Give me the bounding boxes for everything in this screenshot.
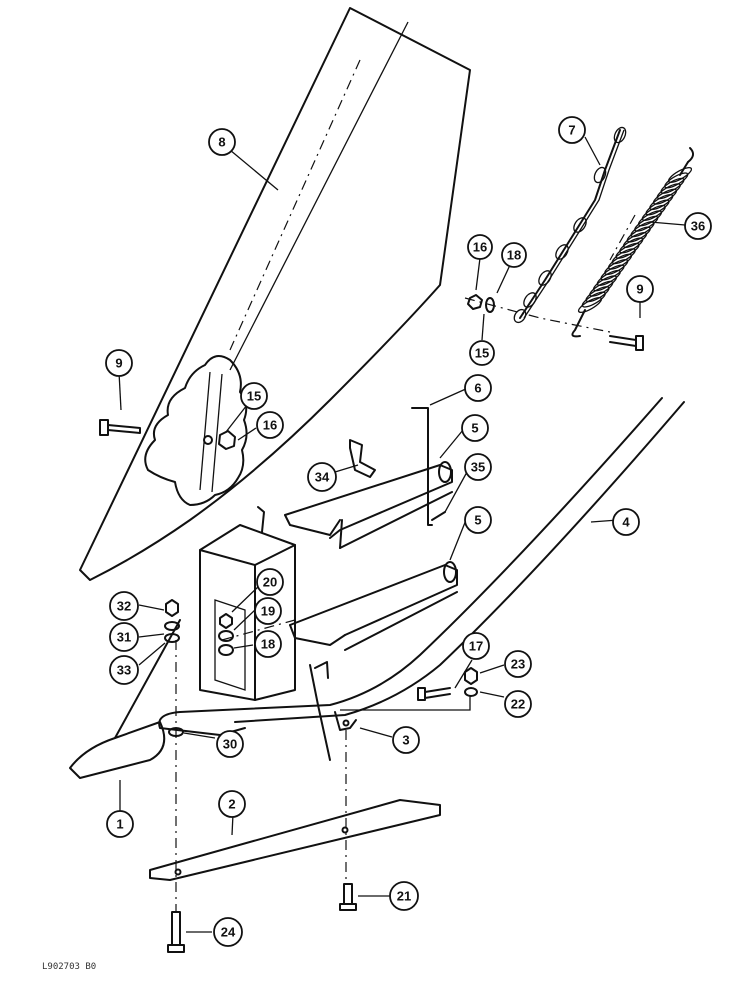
callout-9-top: 9 (626, 275, 654, 303)
callout-30: 30 (216, 730, 244, 758)
callout-22: 22 (504, 690, 532, 718)
callout-15-shield: 15 (240, 382, 268, 410)
callout-20: 20 (256, 568, 284, 596)
svg-text:3: 3 (402, 733, 409, 748)
housing-block (199, 506, 296, 701)
svg-text:9: 9 (115, 356, 122, 371)
lock-pin (411, 407, 433, 526)
callout-1: 1 (106, 810, 134, 838)
svg-text:2: 2 (228, 797, 235, 812)
callout-34: 34 (307, 462, 337, 492)
bracket (314, 661, 357, 731)
nut-washer-set-top (467, 294, 495, 313)
callout-18-top: 18 (501, 242, 527, 268)
arm-lower (289, 561, 458, 651)
callout-36: 36 (684, 212, 712, 240)
svg-text:15: 15 (475, 346, 489, 361)
svg-text:4: 4 (622, 515, 630, 530)
callout-31: 31 (109, 622, 139, 652)
tension-spring (571, 147, 694, 338)
svg-text:6: 6 (474, 381, 481, 396)
leader-lines (118, 136, 686, 933)
svg-text:35: 35 (471, 460, 485, 475)
callout-16-shield: 16 (256, 411, 284, 439)
shoe (69, 619, 181, 779)
callouts: 8 7 36 16 18 15 9 9 15 16 6 5 34 35 4 5 … (105, 116, 712, 947)
shield-panel (79, 7, 471, 581)
callout-5-lower: 5 (464, 506, 492, 534)
svg-text:32: 32 (117, 599, 131, 614)
callout-21: 21 (389, 881, 419, 911)
callout-5-upper: 5 (461, 414, 489, 442)
nut-washer-set-shield (203, 430, 236, 450)
svg-text:33: 33 (117, 663, 131, 678)
bolt-17 (417, 687, 451, 701)
fasteners-housing (218, 613, 234, 656)
figure-code: L902703 B0 (42, 962, 97, 972)
svg-text:7: 7 (568, 123, 575, 138)
callout-8: 8 (208, 128, 236, 156)
svg-text:1: 1 (116, 817, 123, 832)
svg-text:15: 15 (247, 389, 261, 404)
callout-3: 3 (392, 726, 420, 754)
svg-text:19: 19 (261, 604, 275, 619)
bolt-left (99, 419, 141, 436)
callout-9-left: 9 (105, 349, 133, 377)
svg-text:24: 24 (221, 925, 236, 940)
spring-coil (577, 296, 603, 314)
svg-text:34: 34 (315, 470, 330, 485)
svg-text:31: 31 (117, 630, 131, 645)
cotter-pin (431, 511, 446, 521)
svg-text:22: 22 (511, 697, 525, 712)
callout-18-housing: 18 (254, 630, 282, 658)
bolt-34 (349, 439, 376, 478)
svg-text:18: 18 (261, 637, 275, 652)
callout-15-top: 15 (469, 340, 495, 366)
callout-16-top: 16 (467, 234, 493, 260)
callout-32: 32 (109, 591, 139, 621)
nut-22-23 (464, 667, 478, 697)
bolt-top (609, 335, 644, 351)
svg-text:16: 16 (263, 418, 277, 433)
skid-plate (149, 799, 441, 881)
chain (513, 126, 627, 324)
callout-35: 35 (464, 453, 492, 481)
svg-text:5: 5 (474, 513, 481, 528)
callout-23: 23 (504, 650, 532, 678)
svg-text:9: 9 (636, 282, 643, 297)
callout-17: 17 (462, 632, 490, 660)
callout-6: 6 (464, 374, 492, 402)
svg-text:30: 30 (223, 737, 237, 752)
svg-text:23: 23 (511, 657, 525, 672)
svg-text:16: 16 (473, 240, 487, 255)
svg-text:21: 21 (397, 889, 411, 904)
svg-text:36: 36 (691, 219, 705, 234)
bolt-21 (339, 883, 357, 911)
svg-text:5: 5 (471, 421, 478, 436)
callout-7: 7 (558, 116, 586, 144)
callout-19: 19 (254, 597, 282, 625)
bolt-24 (167, 911, 185, 953)
callout-33: 33 (109, 655, 139, 685)
svg-text:20: 20 (263, 575, 277, 590)
svg-text:8: 8 (218, 135, 225, 150)
callout-2: 2 (218, 790, 246, 818)
spring-coil (581, 291, 606, 308)
callout-4: 4 (612, 508, 640, 536)
callout-24: 24 (213, 917, 243, 947)
runner-rod (158, 397, 685, 761)
svg-text:17: 17 (469, 639, 483, 654)
arm-upper (284, 461, 453, 549)
svg-text:18: 18 (507, 248, 521, 263)
